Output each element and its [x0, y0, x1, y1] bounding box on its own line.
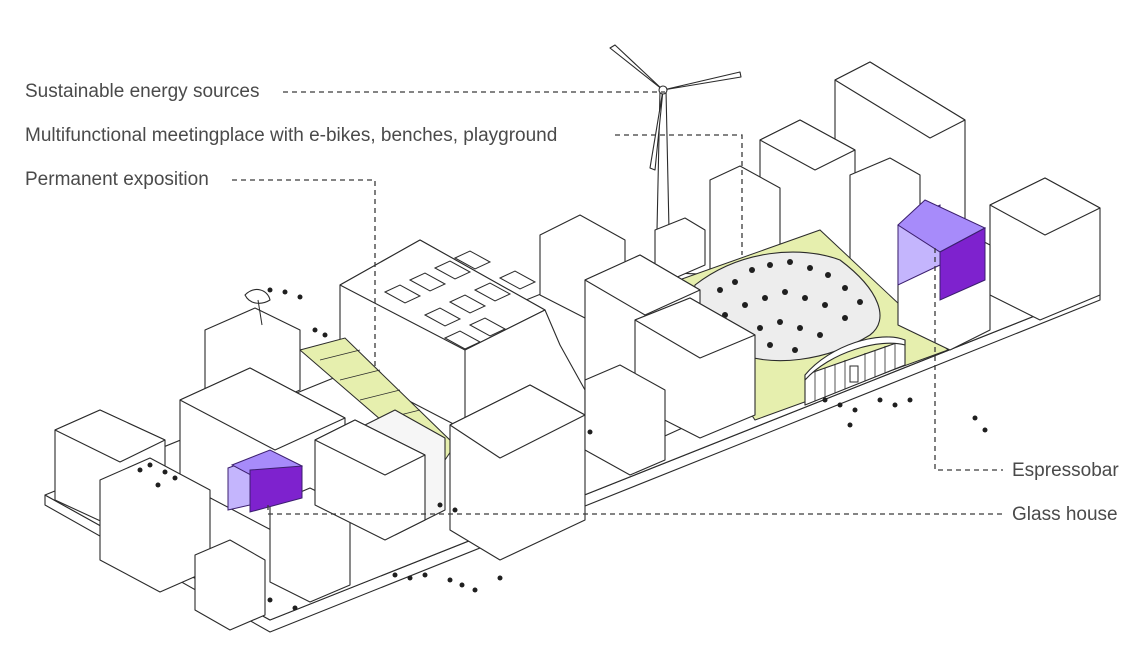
- label-sustainable-energy: Sustainable energy sources: [25, 81, 260, 102]
- exposition-hall: [339, 239, 586, 441]
- label-glass-house: Glass house: [1012, 504, 1118, 525]
- label-permanent-exposition: Permanent exposition: [25, 169, 209, 190]
- left-buildings: [54, 307, 426, 631]
- glass-house-building: [227, 449, 304, 513]
- leader-lines: [232, 91, 1003, 515]
- solar-panels: [383, 250, 537, 350]
- label-espressobar: Espressobar: [1012, 460, 1119, 481]
- label-meetingplace: Multifunctional meetingplace with e-bike…: [25, 125, 558, 146]
- people-figures: [137, 287, 988, 611]
- espressobar-building: [897, 199, 991, 351]
- greenhouse-building: [804, 336, 906, 406]
- satellite-dish-icon: [244, 289, 271, 326]
